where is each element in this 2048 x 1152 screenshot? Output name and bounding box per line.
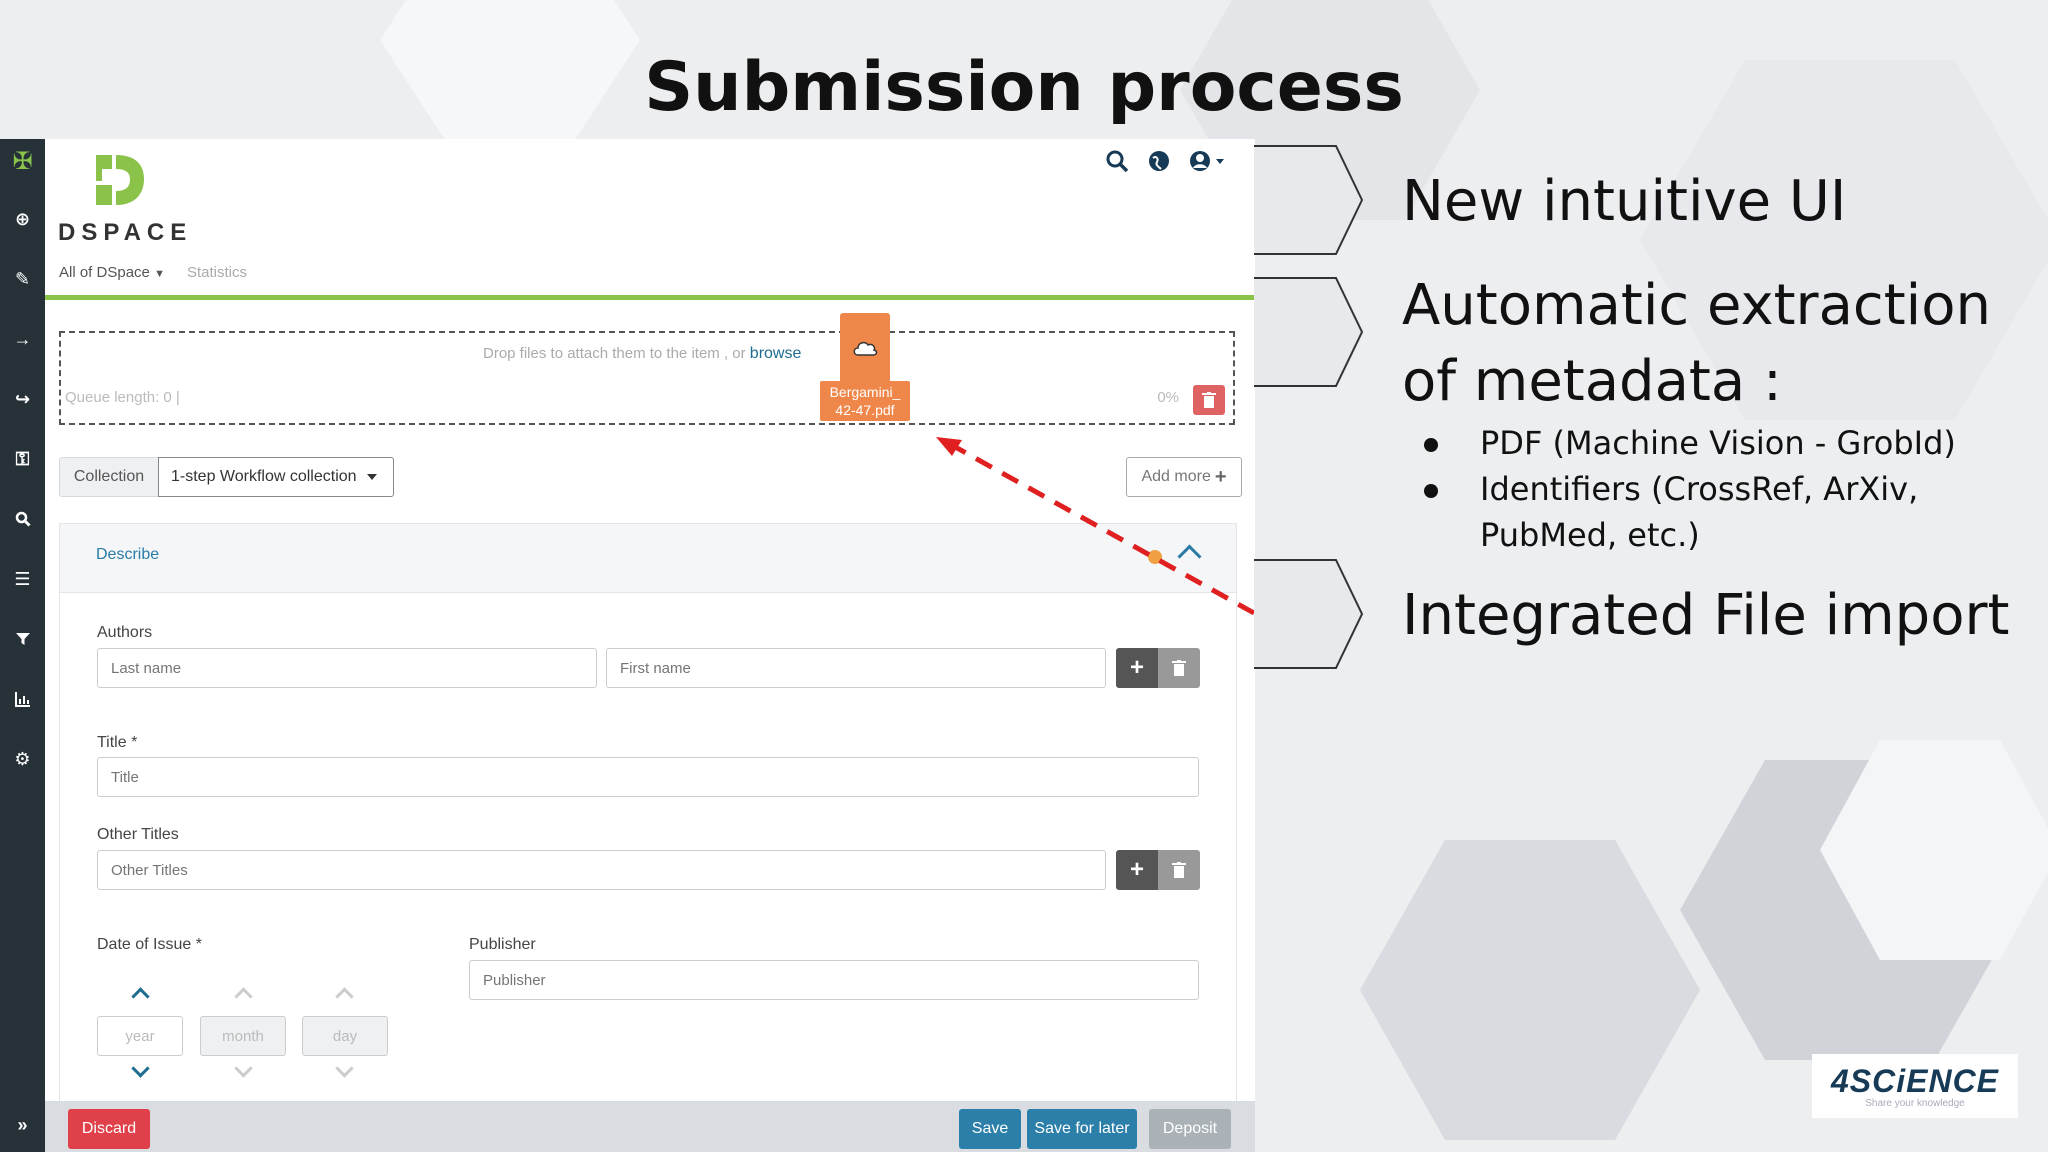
dspace-logo-mark: [96, 155, 144, 205]
year-input[interactable]: year: [97, 1016, 183, 1056]
other-titles-input[interactable]: [97, 850, 1106, 890]
feature-automatic-extraction: Automatic extraction: [1402, 273, 1991, 338]
title-label: Title *: [97, 734, 138, 751]
search-icon[interactable]: [0, 499, 45, 539]
add-more-button[interactable]: Add more +: [1126, 457, 1242, 497]
sign-out-icon[interactable]: ↪: [14, 388, 31, 409]
cloud-upload-icon: [853, 341, 878, 356]
dragged-file-name: Bergamini_ 42-47.pdf: [820, 381, 910, 421]
brand-name: 4SCiENCE: [1830, 1063, 2000, 1099]
upload-percent: 0%: [1157, 389, 1179, 406]
title-input[interactable]: [97, 757, 1199, 797]
metadata-sources-list: PDF (Machine Vision - GrobId) Identifier…: [1420, 420, 1956, 558]
add-other-title-button[interactable]: +: [1116, 850, 1158, 890]
dspace-logo-text: DSPACE: [58, 219, 193, 246]
double-chevron-right-icon[interactable]: »: [17, 1114, 28, 1135]
list-item: Identifiers (CrossRef, ArXiv,: [1420, 466, 1956, 512]
file-dropzone[interactable]: Drop files to attach them to the item , …: [59, 331, 1235, 425]
nav-statistics[interactable]: Statistics: [186, 264, 247, 281]
main-nav: All of DSpace ▼ Statistics: [59, 264, 247, 281]
sign-in-icon[interactable]: →: [13, 328, 32, 349]
brand-tagline: Share your knowledge: [1865, 1098, 1965, 1109]
dspace-logo-icon[interactable]: ✠: [12, 147, 33, 175]
filter-icon[interactable]: [0, 619, 45, 659]
language-globe-icon[interactable]: [1145, 147, 1173, 175]
feature-file-import: Integrated File import: [1402, 583, 2010, 648]
dragged-file-icon[interactable]: [840, 313, 890, 383]
caret-down-icon: [366, 474, 377, 480]
describe-title: Describe: [96, 546, 160, 563]
first-name-input[interactable]: [606, 648, 1106, 688]
month-input: month: [200, 1016, 286, 1056]
add-author-button[interactable]: +: [1116, 648, 1158, 688]
list-icon[interactable]: ☰: [14, 568, 31, 589]
day-input: day: [302, 1016, 388, 1056]
collection-label: Collection: [59, 457, 159, 497]
header-search-icon[interactable]: [1103, 147, 1131, 175]
publisher-label: Publisher: [469, 936, 536, 953]
browse-link[interactable]: browse: [749, 345, 802, 362]
key-icon[interactable]: ⚿: [15, 448, 30, 469]
trash-icon: [1172, 660, 1186, 676]
remove-other-title-button[interactable]: [1158, 850, 1200, 890]
nav-divider: [45, 295, 1255, 300]
deposit-button[interactable]: Deposit: [1149, 1109, 1231, 1149]
publisher-input[interactable]: [469, 960, 1199, 1000]
chevron-down-icon: ▼: [154, 268, 165, 280]
trash-icon: [1202, 392, 1216, 408]
clear-queue-button[interactable]: [1193, 385, 1225, 415]
dropzone-instructions: Drop files to attach them to the item , …: [483, 345, 802, 362]
header-actions: [1103, 147, 1227, 175]
dspace-app: DSPACE All of DSpace ▼ Statistics Drop f…: [45, 139, 1255, 1152]
other-titles-label: Other Titles: [97, 826, 179, 843]
warning-status-icon: [1148, 550, 1162, 564]
app-sidebar: ✠ ⊕ ✎ → ↪ ⚿ ☰ ⚙ »: [0, 139, 45, 1152]
save-button[interactable]: Save: [959, 1109, 1021, 1149]
brand-logo: 4SCiENCE Share your knowledge: [1812, 1054, 2018, 1118]
bar-chart-icon[interactable]: [0, 679, 45, 719]
nav-all-of-dspace[interactable]: All of DSpace ▼: [59, 264, 165, 281]
plus-icon: +: [1214, 465, 1227, 488]
authors-label: Authors: [97, 624, 153, 641]
describe-section: Describe Authors + Title * Other Titles …: [59, 523, 1237, 1152]
list-item: PDF (Machine Vision - GrobId): [1420, 420, 1956, 466]
list-item-continued: PubMed, etc.): [1480, 516, 1700, 554]
pencil-icon[interactable]: ✎: [14, 268, 31, 289]
cogs-icon[interactable]: ⚙: [14, 748, 31, 769]
last-name-input[interactable]: [97, 648, 597, 688]
plus-circle-icon[interactable]: ⊕: [14, 208, 31, 229]
feature-new-ui: New intuitive UI: [1402, 169, 1847, 234]
chevron-outlines: [1254, 145, 1364, 669]
describe-header[interactable]: Describe: [60, 524, 1236, 593]
feature-of-metadata: of metadata :: [1402, 349, 1782, 414]
queue-length: Queue length: 0 |: [65, 389, 180, 406]
user-menu-icon[interactable]: [1187, 147, 1227, 175]
submission-footer: Discard Save Save for later Deposit: [45, 1101, 1255, 1152]
trash-icon: [1172, 862, 1186, 878]
date-of-issue-label: Date of Issue *: [97, 936, 202, 953]
slide-title: Submission process: [644, 48, 1404, 127]
save-for-later-button[interactable]: Save for later: [1027, 1109, 1137, 1149]
collection-select[interactable]: 1-step Workflow collection: [158, 457, 394, 497]
discard-button[interactable]: Discard: [68, 1109, 150, 1149]
remove-author-button[interactable]: [1158, 648, 1200, 688]
